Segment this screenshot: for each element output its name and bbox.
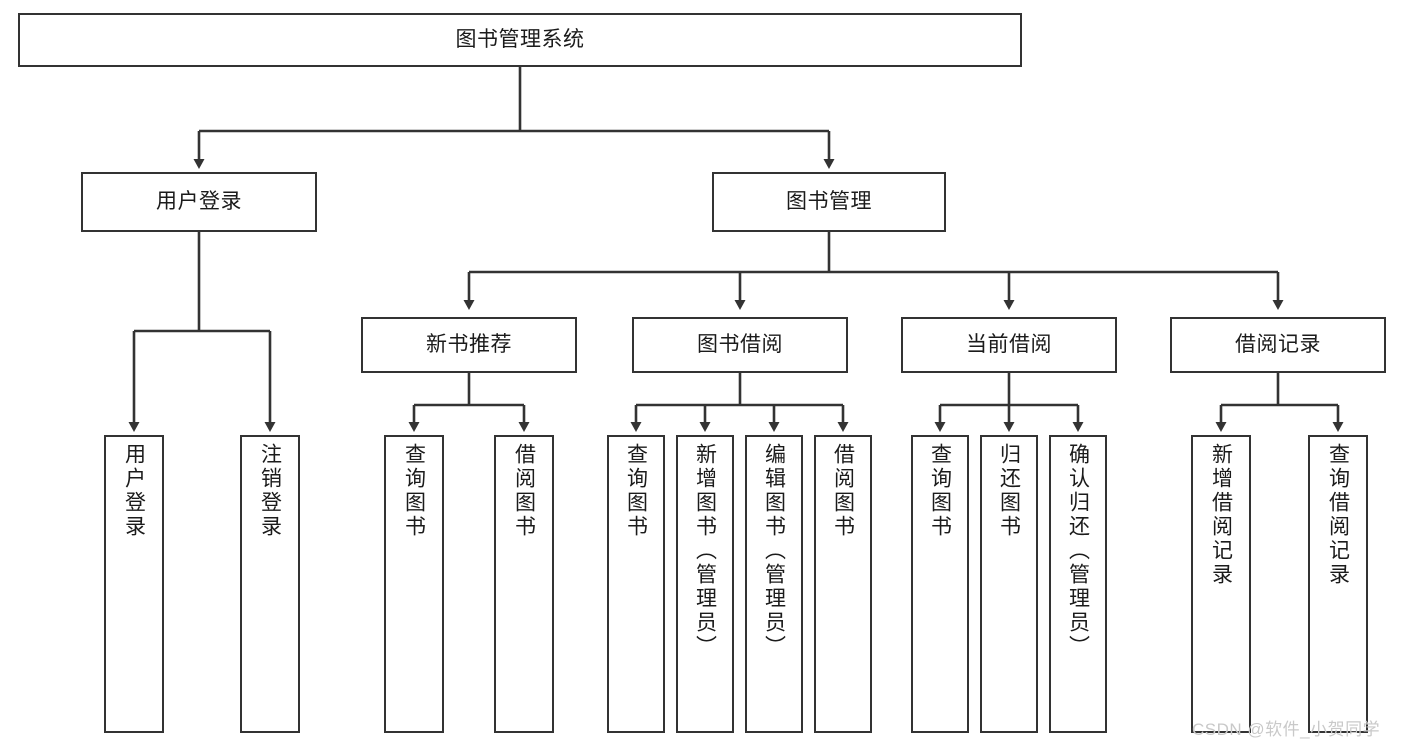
node-label: 确认归还（管理员） xyxy=(1066,443,1090,659)
csdn-watermark: CSDN @软件_小贺同学 xyxy=(1192,720,1381,739)
node-label: 当前借阅 xyxy=(966,332,1052,356)
node-user-login[interactable]: 用户登录 xyxy=(81,172,317,232)
node-root-book-management-system[interactable]: 图书管理系统 xyxy=(18,13,1022,67)
node-label: 图书借阅 xyxy=(697,332,783,356)
node-label: 编辑图书（管理员） xyxy=(762,443,786,659)
node-label: 查询借阅记录 xyxy=(1326,443,1350,587)
node-book-management[interactable]: 图书管理 xyxy=(712,172,946,232)
node-current-borrowing[interactable]: 当前借阅 xyxy=(901,317,1117,373)
node-label: 注销登录 xyxy=(258,443,282,539)
node-label: 归还图书 xyxy=(997,443,1021,539)
node-new-book-recommendation[interactable]: 新书推荐 xyxy=(361,317,577,373)
leaf-newbook-borrow-books[interactable]: 借阅图书 xyxy=(494,435,554,733)
node-label: 查询图书 xyxy=(624,443,648,539)
node-label: 新书推荐 xyxy=(426,332,512,356)
leaf-current-query-books[interactable]: 查询图书 xyxy=(911,435,969,733)
node-label: 新增图书（管理员） xyxy=(693,443,717,659)
node-book-borrowing[interactable]: 图书借阅 xyxy=(632,317,848,373)
leaf-newbook-query-books[interactable]: 查询图书 xyxy=(384,435,444,733)
leaf-borrow-borrow-books[interactable]: 借阅图书 xyxy=(814,435,872,733)
leaf-borrow-edit-book-admin[interactable]: 编辑图书（管理员） xyxy=(745,435,803,733)
leaf-current-return-books[interactable]: 归还图书 xyxy=(980,435,1038,733)
node-borrowing-records[interactable]: 借阅记录 xyxy=(1170,317,1386,373)
node-label: 借阅图书 xyxy=(512,443,536,539)
leaf-user-login-login[interactable]: 用户登录 xyxy=(104,435,164,733)
node-label: 用户登录 xyxy=(122,443,146,539)
leaf-user-login-logout[interactable]: 注销登录 xyxy=(240,435,300,733)
leaf-borrow-query-books[interactable]: 查询图书 xyxy=(607,435,665,733)
leaf-records-add-record[interactable]: 新增借阅记录 xyxy=(1191,435,1251,733)
node-label: 用户登录 xyxy=(156,189,242,213)
leaf-records-query-record[interactable]: 查询借阅记录 xyxy=(1308,435,1368,733)
node-label: 借阅图书 xyxy=(831,443,855,539)
node-label: 新增借阅记录 xyxy=(1209,443,1233,587)
leaf-borrow-add-book-admin[interactable]: 新增图书（管理员） xyxy=(676,435,734,733)
node-label: 图书管理系统 xyxy=(455,27,585,51)
node-label: 查询图书 xyxy=(402,443,426,539)
node-label: 借阅记录 xyxy=(1235,332,1321,356)
node-label: 查询图书 xyxy=(928,443,952,539)
leaf-current-confirm-return-admin[interactable]: 确认归还（管理员） xyxy=(1049,435,1107,733)
node-label: 图书管理 xyxy=(786,189,872,213)
